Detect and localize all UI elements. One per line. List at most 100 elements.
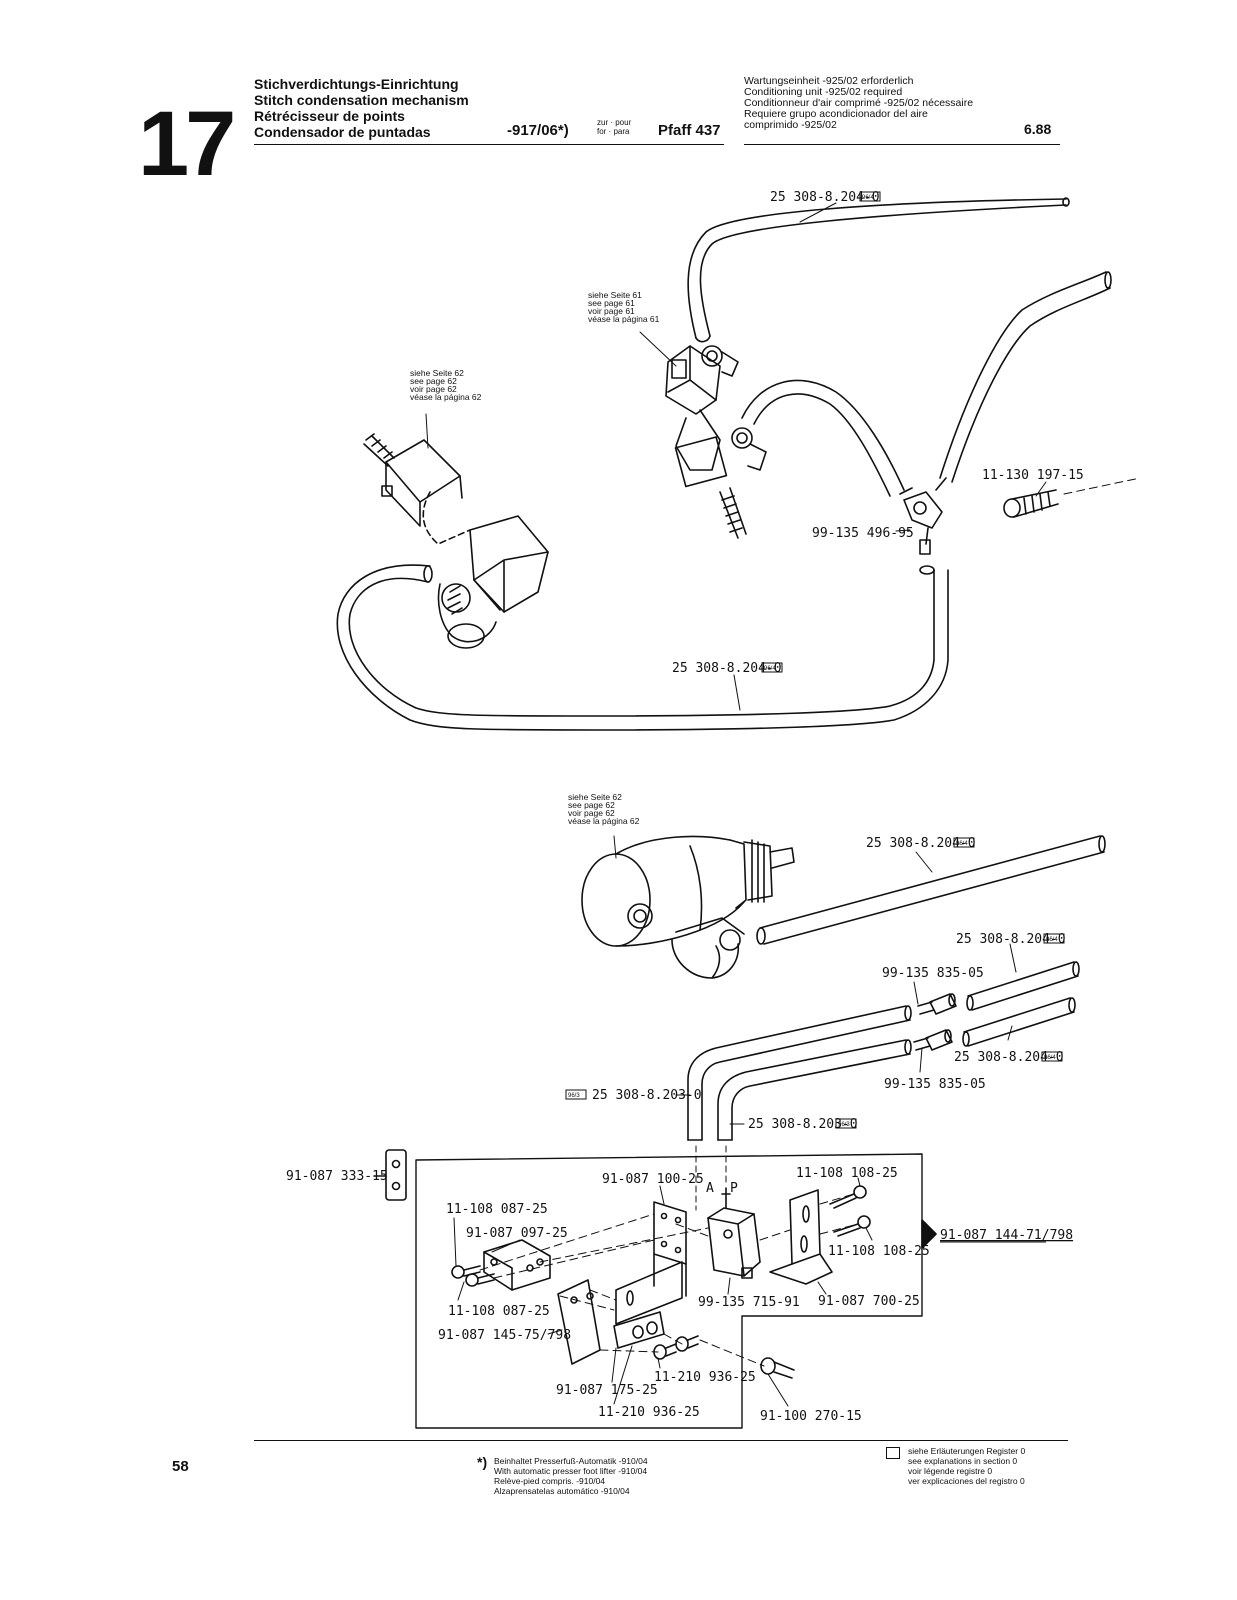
- label-screw-087-25-b: 11-108 087-25: [448, 1304, 550, 1319]
- machine-model: Pfaff 437: [658, 122, 721, 139]
- hose-r2-tube: [962, 997, 1076, 1047]
- label-screw-936-25-b: 11-210 936-25: [598, 1405, 700, 1420]
- label-screw-108-108-25-b: 11-108 108-25: [828, 1244, 930, 1259]
- label-hose-r203: 25 308-8.203-0 96/3: [748, 1117, 858, 1132]
- hose-mid-tube: [756, 835, 1106, 945]
- text-references-see_page_62_b-0: siehe Seite 62: [568, 792, 622, 802]
- page-number: 58: [172, 1458, 189, 1475]
- label-hose-loop: 25 308-8.204-0 96/4: [672, 661, 783, 676]
- label-screw-087-25-a: 11-108 087-25: [446, 1202, 548, 1217]
- label-screw-11-130-197-15: 11-130 197-15: [982, 468, 1084, 483]
- text-references-see_page_61-0: siehe Seite 61: [588, 290, 642, 300]
- plate-91-087-175-25: [613, 1261, 683, 1349]
- footer-rule: [254, 1440, 1068, 1441]
- text-references-see_page_62_b-2: voir page 62: [568, 808, 615, 818]
- label-screw-100-270-15: 91-100 270-15: [760, 1409, 862, 1424]
- screw-11-108-108-25-b: [833, 1215, 871, 1237]
- label-hose-r1: 25 308-8.204-0 96/4: [956, 932, 1066, 947]
- cylinder-page-62-lower: [581, 835, 795, 979]
- section-number: 17: [138, 93, 236, 195]
- fitting-99-135-835-05-a: [917, 993, 957, 1015]
- header-rule-right: [744, 144, 1060, 145]
- screw-11-108-108-25-a: [829, 1185, 867, 1209]
- label-hose-top: 25 308-8.204-0 96/4: [770, 190, 881, 205]
- valve-assembly-page-61: [665, 345, 767, 539]
- text-parts-hose_loop_reg: 96/4: [764, 666, 776, 672]
- label-tee-99-135-496-95: 99-135 496-95: [812, 526, 914, 541]
- label-fitting-835-05-b: 99-135 835-05: [884, 1077, 986, 1092]
- bracket-91-087-097-25: [483, 1239, 551, 1291]
- text-parts-hose_top: 25 308-8.204-0: [770, 190, 880, 205]
- hose-top-tube: [687, 197, 1070, 343]
- ref-see-page-62-upper: siehe Seite 62 see page 62 voir page 62 …: [410, 368, 482, 402]
- label-hose-r2: 25 308-8.204-0 96/4: [954, 1050, 1064, 1065]
- footnote-marker: *): [477, 1454, 488, 1470]
- text-parts-hose_r203_reg: 96/3: [838, 1122, 850, 1128]
- label-hose-mid: 25 308-8.204-0 96/4: [866, 836, 976, 851]
- title-en: Stitch condensation mechanism: [254, 92, 469, 108]
- screw-11-210-936-25-b: [675, 1335, 699, 1352]
- text-parts-hose_l203_reg: 96/3: [568, 1093, 580, 1099]
- bracket-91-087-700-25: [769, 1189, 833, 1285]
- text-parts-hose_top_reg: 96/4: [862, 195, 874, 201]
- hose-r203-tube: [717, 1039, 912, 1141]
- text-parts-hose_r2: 25 308-8.204-0: [954, 1050, 1064, 1065]
- text-parts-hose_loop: 25 308-8.204-0: [672, 661, 782, 676]
- bracket-91-087-100-25: [653, 1201, 687, 1297]
- label-hose-l203: 96/3 25 308-8.203-0: [565, 1088, 702, 1103]
- text-parts-hose_r1: 25 308-8.204-0: [956, 932, 1066, 947]
- label-screw-936-25-a: 11-210 936-25: [654, 1370, 756, 1385]
- label-bracket-100-25: 91-087 100-25: [602, 1172, 704, 1187]
- title-es: Condensador de puntadas: [254, 124, 431, 140]
- text-parts-hose_mid_reg: 96/4: [956, 841, 968, 847]
- hose-l203-tube: [687, 1005, 912, 1141]
- label-plate-145-75-798: 91-087 145-75/798: [438, 1328, 571, 1343]
- text-references-see_page_62_a-3: véase la página 62: [410, 392, 482, 402]
- ref-see-page-62-lower: siehe Seite 62 see page 62 voir page 62 …: [568, 792, 640, 826]
- text-parts-hose_r1_reg: 96/4: [1046, 937, 1058, 943]
- plate-91-087-333-15: [373, 1149, 407, 1201]
- text-parts-hose_l203: 25 308-8.203-0: [592, 1088, 702, 1103]
- screw-11-108-087-25-b: [465, 1273, 495, 1287]
- plate-91-087-145-75-798: [557, 1279, 601, 1365]
- valve-99-135-715-91: [707, 1187, 761, 1279]
- text-references-see_page_61-1: see page 61: [588, 298, 635, 308]
- text-references-see_page_62_a-1: see page 62: [410, 376, 457, 386]
- model-code: -917/06*): [507, 122, 569, 139]
- label-port-a: A: [706, 1181, 714, 1196]
- text-parts-hose_r2_reg: 96/4: [1044, 1055, 1056, 1061]
- text-parts-hose_mid: 25 308-8.204-0: [866, 836, 976, 851]
- register-box-icon: [886, 1447, 900, 1459]
- title-de: Stichverdichtungs-Einrichtung: [254, 76, 459, 92]
- label-plate-333-15: 91-087 333-15: [286, 1169, 388, 1184]
- header-rule: [254, 144, 724, 145]
- hose-right-diagonal: [939, 271, 1112, 483]
- text-parts-hose_r203: 25 308-8.203-0: [748, 1117, 858, 1132]
- tee-connector-99-135-496-95: [899, 477, 947, 555]
- label-fitting-835-05-a: 99-135 835-05: [882, 966, 984, 981]
- hose-loop-tube: [336, 564, 949, 731]
- hose-r1-tube: [966, 961, 1080, 1011]
- screw-11-130-197-15: [1003, 477, 1141, 518]
- text-references-see_page_62_b-3: véase la página 62: [568, 816, 640, 826]
- assembly-outline: [415, 1153, 923, 1429]
- screw-91-100-270-15: [760, 1357, 795, 1379]
- label-port-p: P: [730, 1181, 738, 1196]
- hose-valve-to-tee: [741, 379, 905, 497]
- fitting-99-135-835-05-b: [913, 1029, 953, 1051]
- text-references-see_page_62_a-2: voir page 62: [410, 384, 457, 394]
- register-legend: siehe Erläuterungen Register 0 see expla…: [908, 1446, 1026, 1486]
- cylinder-page-62-upper: [363, 433, 549, 649]
- footnote-text: Beinhaltet Presserfuß-Automatik -910/04 …: [494, 1456, 648, 1496]
- label-plate-175-25: 91-087 175-25: [556, 1383, 658, 1398]
- text-references-see_page_62_b-1: see page 62: [568, 800, 615, 810]
- label-bracket-700-25: 91-087 700-25: [818, 1294, 920, 1309]
- text-references-see_page_62_a-0: siehe Seite 62: [410, 368, 464, 378]
- title-fr: Rétrécisseur de points: [254, 108, 405, 124]
- section-titles: Stichverdichtungs-Einrichtung Stitch con…: [254, 76, 469, 140]
- label-bracket-097-25: 91-087 097-25: [466, 1226, 568, 1241]
- text-references-see_page_61-3: véase la página 61: [588, 314, 660, 324]
- conditioning-notes: Wartungseinheit -925/02 erforderlich Con…: [744, 75, 974, 131]
- zur-pour-label: zur · pour for · para: [597, 118, 632, 136]
